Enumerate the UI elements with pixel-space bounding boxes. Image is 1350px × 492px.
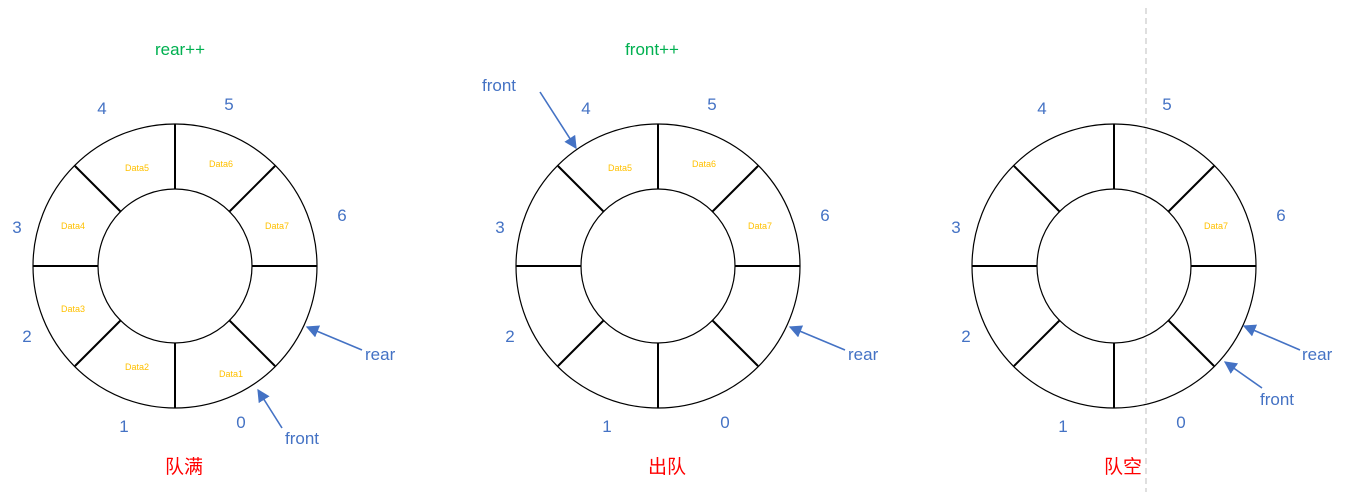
divider	[1013, 319, 1061, 367]
divider	[1167, 319, 1215, 367]
slot-number: 6	[820, 206, 829, 225]
slot-number: 1	[119, 417, 128, 436]
cell-data: Data2	[125, 362, 149, 372]
rear-label: rear	[848, 345, 879, 364]
operation-label: rear++	[155, 40, 205, 59]
slot-number: 4	[97, 99, 106, 118]
slot-number: 5	[224, 95, 233, 114]
inner-ring	[580, 188, 736, 344]
front-label: front	[285, 429, 319, 448]
cell-data: Data4	[61, 221, 85, 231]
slot-number: 3	[951, 218, 960, 237]
cell-data: Data3	[61, 304, 85, 314]
divider	[74, 319, 122, 367]
slot-number: 0	[236, 413, 245, 432]
divider	[74, 165, 122, 213]
slot-number: 3	[12, 218, 21, 237]
slot-number: 6	[1276, 206, 1285, 225]
cell-data: Data7	[748, 221, 772, 231]
slot-number: 1	[1058, 417, 1067, 436]
caption: 出队	[648, 456, 686, 478]
slot-number: 5	[1162, 95, 1171, 114]
divider	[228, 319, 276, 367]
rear-label: rear	[365, 345, 396, 364]
inner-ring	[1036, 188, 1192, 344]
slot-number: 4	[1037, 99, 1046, 118]
slot-number: 0	[1176, 413, 1185, 432]
divider	[1167, 165, 1215, 213]
divider	[557, 319, 605, 367]
front-label: front	[482, 76, 516, 95]
rear-arrow	[305, 325, 363, 351]
slot-number: 2	[961, 327, 970, 346]
front-arrow	[539, 91, 577, 150]
slot-number: 0	[720, 413, 729, 432]
cell-data: Data6	[209, 159, 233, 169]
front-arrow	[1223, 361, 1263, 389]
divider	[228, 165, 276, 213]
queue-full-diagram: rear++ Data1 Data2 Data3 Data4 Data5 Dat…	[12, 40, 395, 478]
cell-data: Data5	[125, 163, 149, 173]
rear-label: rear	[1302, 345, 1333, 364]
divider	[711, 165, 759, 213]
operation-label: front++	[625, 40, 679, 59]
rear-arrow	[788, 325, 846, 351]
slot-number: 1	[602, 417, 611, 436]
slot-number: 4	[581, 99, 590, 118]
divider	[1013, 165, 1061, 213]
queue-empty-diagram: Data7 0 1 2 3 4 5 6 rear front 队空	[951, 95, 1332, 478]
divider	[711, 319, 759, 367]
slot-number: 3	[495, 218, 504, 237]
cell-data: Data7	[1204, 221, 1228, 231]
cell-data: Data6	[692, 159, 716, 169]
inner-ring	[97, 188, 253, 344]
slot-number: 2	[22, 327, 31, 346]
slot-number: 5	[707, 95, 716, 114]
dequeue-diagram: front++ Data5 Data6 Data7 0 1 2 3 4 5 6 …	[482, 40, 879, 478]
rear-arrow	[1242, 324, 1301, 351]
caption: 队满	[165, 456, 203, 478]
slot-number: 6	[337, 206, 346, 225]
cell-data: Data7	[265, 221, 289, 231]
caption: 队空	[1104, 456, 1142, 478]
divider	[557, 165, 605, 213]
cell-data: Data5	[608, 163, 632, 173]
slot-number: 2	[505, 327, 514, 346]
cell-data: Data1	[219, 369, 243, 379]
front-label: front	[1260, 390, 1294, 409]
front-arrow	[257, 388, 283, 429]
